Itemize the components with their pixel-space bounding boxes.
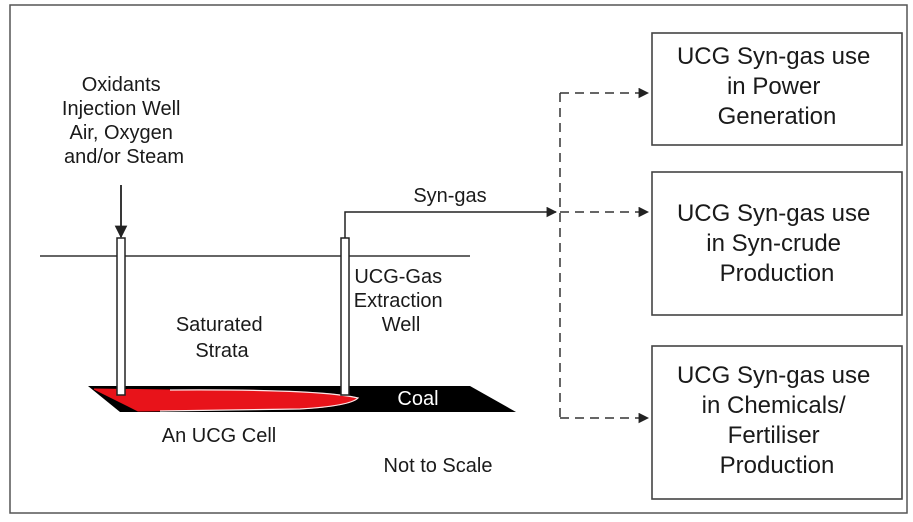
box-syncrude-production [651,171,903,316]
box-power-generation-text: UCG Syn-gas use in Power Generation [677,43,877,130]
injection-label-line-2: Injection Well [62,98,181,120]
extraction-well-pipe [340,237,350,396]
strata-label-line-1: Saturated [176,314,263,336]
box2-line-2: in Syn-crude [706,230,841,257]
figure-frame [9,4,908,514]
saturated-strata-label: Saturated Strata [176,314,268,362]
burn-zone-outline [159,389,360,412]
injection-label-line-4: and/or Steam [64,146,184,168]
syngas-label: Syn-gas [413,185,486,207]
ucg-cell-label: An UCG Cell [162,425,276,447]
strata-label-line-2: Strata [195,340,249,362]
box3-line-4: Production [720,452,835,479]
box-chemicals-production [651,345,903,500]
syngas-pipe [344,206,558,238]
extraction-label-line-3: Well [382,314,421,336]
box3-line-1: UCG Syn-gas use [677,362,870,389]
extraction-well-label: UCG-Gas Extraction Well [354,266,449,336]
box2-line-3: Production [720,260,835,287]
injection-well-label: Oxidants Injection Well Air, Oxygen and/… [62,74,186,168]
injection-label-line-3: Air, Oxygen [70,122,173,144]
box1-line-2: in Power [727,73,820,100]
injection-well-pipe [116,237,126,396]
box2-line-1: UCG Syn-gas use [677,200,870,227]
coal-label: Coal [397,388,438,410]
box3-line-2: in Chemicals/ [702,392,846,419]
extraction-label-line-2: Extraction [354,290,443,312]
box3-line-3: Fertiliser [728,422,820,449]
box1-line-1: UCG Syn-gas use [677,43,870,70]
injection-label-line-1: Oxidants [82,74,161,96]
extraction-label-line-1: UCG-Gas [354,266,442,288]
not-to-scale-note: Not to Scale [384,455,493,477]
box-power-generation [651,32,903,146]
box1-line-3: Generation [718,103,837,130]
box-chemicals-production-text: UCG Syn-gas use in Chemicals/ Fertiliser… [677,362,877,479]
box-syncrude-production-text: UCG Syn-gas use in Syn-crude Production [677,200,877,287]
